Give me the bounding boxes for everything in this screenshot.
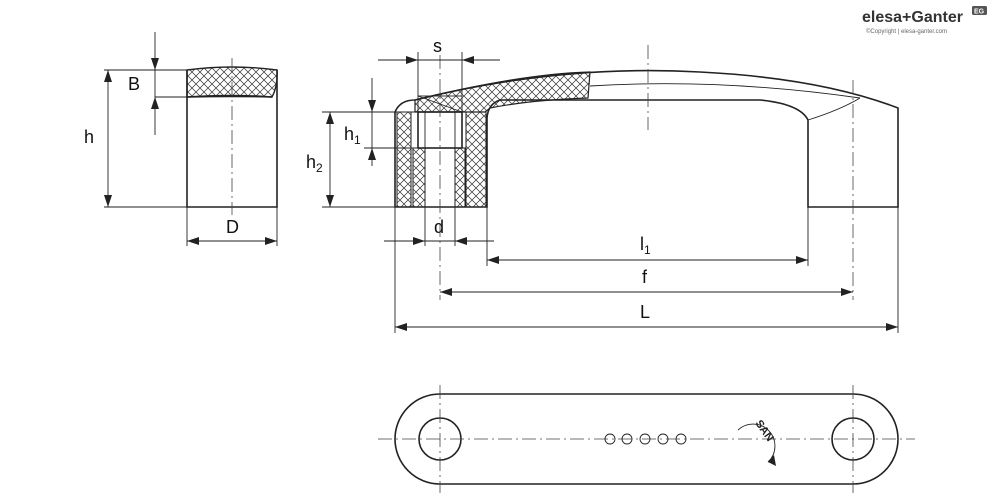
dim-label-b: B xyxy=(128,74,140,94)
h-arrow-bottom xyxy=(104,195,112,207)
material-recycle-icon: SAN xyxy=(737,418,776,466)
h2-arrow-bottom xyxy=(326,195,334,207)
recycle-arrowhead-icon xyxy=(768,455,776,466)
s-arrow-left xyxy=(406,56,418,64)
brand-badge: EG xyxy=(974,9,985,16)
side-view: s h1 h2 d l1 f xyxy=(306,36,899,333)
h2-arrow-top xyxy=(326,112,334,124)
cross-section-view: B h D xyxy=(84,32,278,246)
top-view: SAN xyxy=(378,385,915,493)
handle-outline xyxy=(394,69,899,208)
L-arrow-right xyxy=(886,323,898,331)
insert-hatch-left xyxy=(412,147,426,208)
handle-edge-line xyxy=(589,83,861,99)
dim-label-f: f xyxy=(642,267,648,287)
dim-label-h1-main: h xyxy=(344,124,354,144)
marking-dot xyxy=(639,433,651,445)
dim-label-l1-main: l xyxy=(640,234,644,254)
d-small-arrow-right xyxy=(455,237,467,245)
h-arrow-top xyxy=(104,70,112,82)
leg-hatch-left xyxy=(396,111,412,208)
l1-arrow-left xyxy=(487,256,499,264)
dim-label-s: s xyxy=(433,36,442,56)
L-arrow-left xyxy=(395,323,407,331)
material-mark: SAN xyxy=(752,418,775,444)
marking-dot xyxy=(657,433,669,445)
dim-label-D: D xyxy=(226,217,239,237)
dim-label-h: h xyxy=(84,127,94,147)
insert-hatch-right xyxy=(454,147,466,208)
b-arrow-top xyxy=(151,58,159,70)
handle-fillet-line xyxy=(807,97,861,121)
dim-label-d: d xyxy=(434,217,444,237)
dim-label-h2: h2 xyxy=(306,152,323,175)
l1-arrow-right xyxy=(796,256,808,264)
f-arrow-left xyxy=(440,288,452,296)
cross-section-boundary xyxy=(186,94,273,98)
d-arrow-left xyxy=(187,237,199,245)
h1-arrow-top xyxy=(368,100,376,112)
h1-arrow-bottom xyxy=(368,148,376,160)
brand-badge-icon xyxy=(972,6,987,15)
dim-label-h2-main: h xyxy=(306,152,316,172)
d-small-arrow-left xyxy=(413,237,425,245)
brand-name: elesa+Ganter xyxy=(862,9,963,26)
s-arrow-right xyxy=(462,56,474,64)
dim-label-L: L xyxy=(640,302,650,322)
recycle-arrow-icon xyxy=(737,423,776,463)
marking-dot xyxy=(604,433,616,445)
brand-copyright: ©Copyright | elesa-ganter.com xyxy=(866,28,947,35)
d-arrow-right xyxy=(265,237,277,245)
dim-label-l1: l1 xyxy=(640,234,651,257)
marking-dot xyxy=(675,433,687,445)
b-arrow-bottom xyxy=(151,97,159,109)
brand-logo: elesa+Ganter ©Copyright | elesa-ganter.c… xyxy=(862,6,987,35)
marking-dot xyxy=(621,433,633,445)
dim-label-h2-sub: 2 xyxy=(316,161,323,175)
marking-dots xyxy=(604,433,687,445)
dim-label-h1-sub: 1 xyxy=(354,133,361,147)
dim-label-h1: h1 xyxy=(344,124,361,147)
dim-label-l1-sub: 1 xyxy=(644,243,651,257)
leg-hatch-right xyxy=(465,111,487,208)
f-arrow-right xyxy=(841,288,853,296)
grip-section-hatch xyxy=(414,71,591,113)
